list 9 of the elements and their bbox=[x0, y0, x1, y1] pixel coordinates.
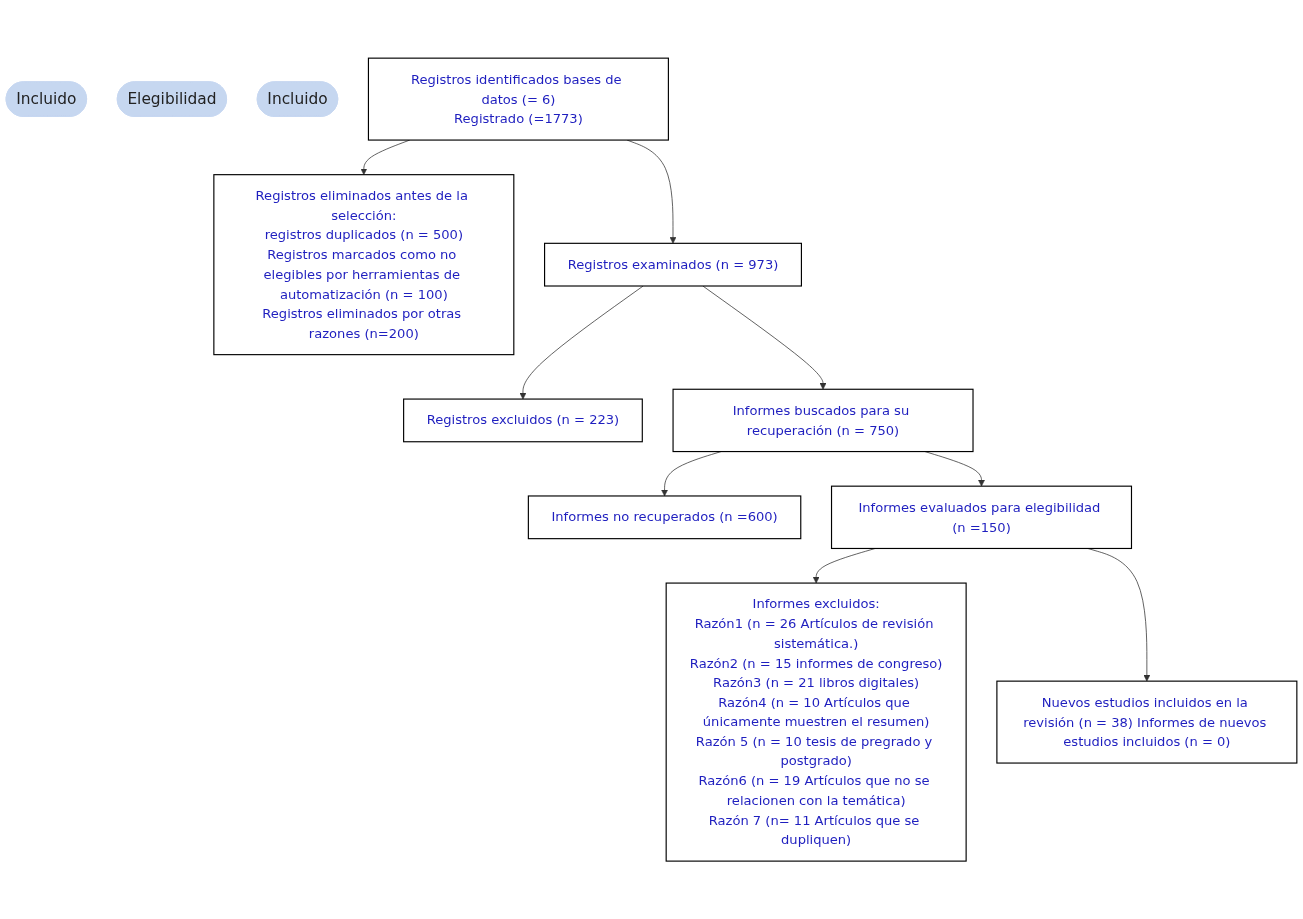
node-box: Registros identificados bases de datos (= 6) Registrado (=1773) bbox=[367, 57, 669, 141]
node-box: Informes evaluados para elegibilidad (n =150) bbox=[830, 485, 1133, 549]
node-box: Registros eliminados antes de la selección: registros duplicados (n = 500) Registros marcados como no elegibles por herramientas de automatización (n = 100) Registros eliminados por otras razones (n=200) bbox=[213, 173, 515, 356]
node-box: Registros examinados (n = 973) bbox=[544, 242, 802, 287]
node-box: Informes buscados para su recuperación (n = 750) bbox=[672, 388, 974, 452]
node-box: Registros excluidos (n = 223) bbox=[403, 398, 643, 443]
node-box: Nuevos estudios incluidos en la revisión (n = 38) Informes de nuevos estudios incluidos (n = 0) bbox=[996, 680, 1298, 764]
node-box: Informes no recuperados (n =600) bbox=[527, 495, 802, 540]
node-box: Informes excluidos: Razón1 (n = 26 Artículos de revisión sistemática.) Razón2 (n = 15 informes de congreso) Razón3 (n = 21 libros digitales) Razón4 (n = 10 Artículos que únicamente muestren el resumen) Razón 5 (n = 10 tesis de pregrado y postgrado) Razón6 (n = 19 Artículos que no se relacionen con la temática) Razón 7 (n= 11 Artículos que se dupliquen) bbox=[665, 582, 967, 862]
